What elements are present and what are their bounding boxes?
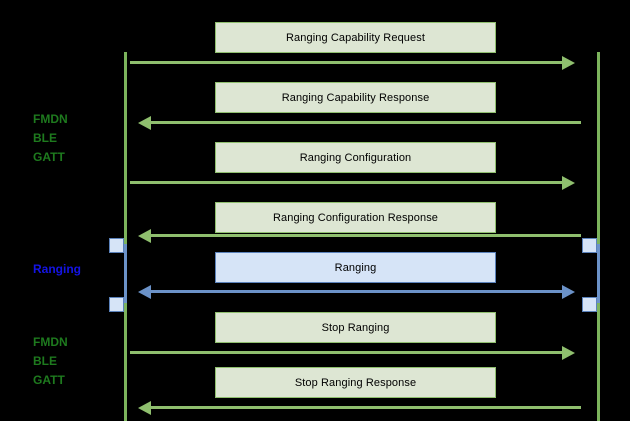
message-arrow-head-left-icon (138, 284, 151, 299)
message-box-ranging-configuration-response: Ranging Configuration Response (215, 202, 496, 233)
message-arrow-line-stop-ranging-response (151, 406, 581, 409)
message-arrow-head-right-icon (562, 284, 575, 299)
right-lifeline-ranging (597, 244, 600, 306)
phase-label-line: FMDN (33, 112, 68, 126)
activation-right-bottom (582, 297, 597, 312)
activation-right-top (582, 238, 597, 253)
message-arrow-head-right-icon (562, 175, 575, 190)
phase-label-line: GATT (33, 373, 65, 387)
phase-label-fmdn-ble-gatt-bottom: FMDN BLE GATT (33, 333, 113, 390)
message-arrow-line-ranging-capability-request (130, 61, 562, 64)
message-box-ranging-configuration: Ranging Configuration (215, 142, 496, 173)
message-arrow-head-left-icon (138, 115, 151, 130)
left-lifeline-upper (124, 52, 127, 246)
message-arrow-line-ranging-capability-response (151, 121, 581, 124)
message-arrow-head-right-icon (562, 345, 575, 360)
message-box-ranging-capability-response: Ranging Capability Response (215, 82, 496, 113)
message-arrow-line-stop-ranging (130, 351, 562, 354)
message-box-stop-ranging-response: Stop Ranging Response (215, 367, 496, 398)
phase-label-line: BLE (33, 354, 57, 368)
left-lifeline-ranging (124, 244, 127, 306)
phase-label-line: Ranging (33, 262, 81, 276)
phase-label-line: BLE (33, 131, 57, 145)
phase-label-ranging: Ranging (33, 260, 113, 279)
message-arrow-line-ranging-configuration-response (151, 234, 581, 237)
right-lifeline-lower (597, 303, 600, 421)
phase-label-line: GATT (33, 150, 65, 164)
message-arrow-head-right-icon (562, 55, 575, 70)
message-box-ranging-capability-request: Ranging Capability Request (215, 22, 496, 53)
message-arrow-line-ranging-configuration (130, 181, 562, 184)
message-arrow-line-ranging (151, 290, 562, 293)
message-box-stop-ranging: Stop Ranging (215, 312, 496, 343)
left-lifeline-lower (124, 303, 127, 421)
phase-label-fmdn-ble-gatt-top: FMDN BLE GATT (33, 110, 113, 167)
message-arrow-head-left-icon (138, 228, 151, 243)
message-box-ranging: Ranging (215, 252, 496, 283)
message-arrow-head-left-icon (138, 400, 151, 415)
phase-label-line: FMDN (33, 335, 68, 349)
activation-left-top (109, 238, 124, 253)
activation-left-bottom (109, 297, 124, 312)
right-lifeline-upper (597, 52, 600, 246)
